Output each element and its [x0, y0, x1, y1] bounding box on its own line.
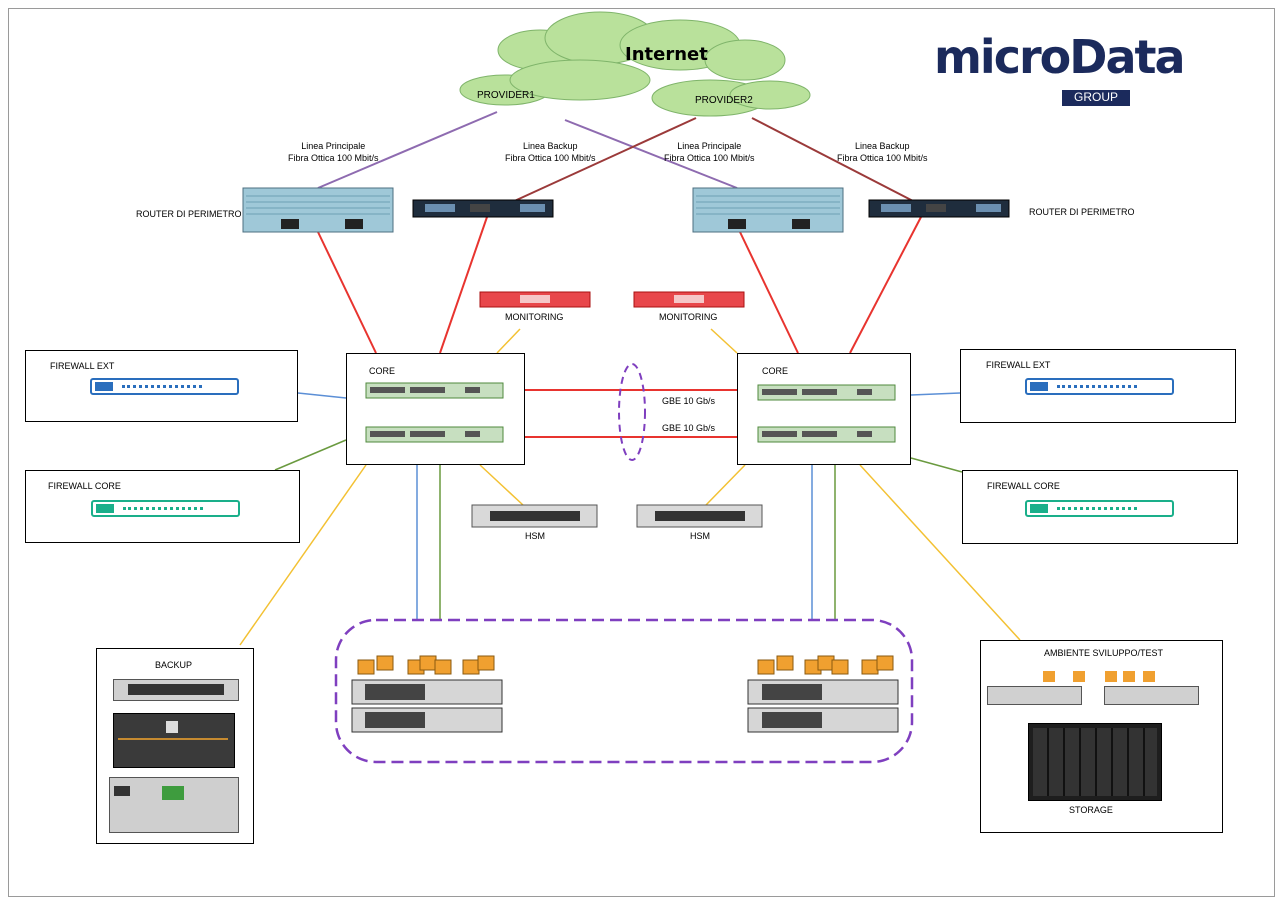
dev-test-box: AMBIENTE SVILUPPO/TEST STORAGE: [980, 640, 1223, 833]
core-box-right: CORE: [737, 353, 911, 465]
router-1: [242, 187, 394, 233]
company-logo: microData: [934, 30, 1186, 84]
firewall-core-left-device: [91, 500, 240, 517]
storage-label: STORAGE: [1069, 805, 1113, 815]
router-label-right: ROUTER DI PERIMETRO: [1029, 207, 1135, 217]
router-2: [412, 199, 554, 218]
provider2-label: PROVIDER2: [695, 95, 753, 106]
monitoring-appliance-right: [633, 291, 745, 308]
vm-icons-right: [757, 655, 894, 675]
internet-label: Internet: [625, 44, 708, 65]
interlink-ellipse: [618, 363, 646, 461]
core-label-right: CORE: [762, 366, 789, 376]
hsm-appliance-right: [636, 504, 763, 528]
servers-left: [351, 679, 503, 733]
firewall-ext-right-label: FIREWALL EXT: [986, 360, 1051, 370]
router-4: [868, 199, 1010, 218]
provider1-label: PROVIDER1: [477, 90, 535, 101]
monitoring-label-right: MONITORING: [659, 312, 718, 322]
firewall-ext-left: FIREWALL EXT: [25, 350, 298, 422]
servers-right: [747, 679, 899, 733]
router-core-links: [317, 216, 922, 438]
blue-links: [297, 392, 961, 620]
vm-icons-left: [357, 655, 495, 675]
dev-test-label: AMBIENTE SVILUPPO/TEST: [1044, 648, 1164, 658]
core-box-left: CORE: [346, 353, 525, 465]
firewall-core-left: FIREWALL CORE: [25, 470, 300, 543]
monitoring-label-left: MONITORING: [505, 312, 564, 322]
firewall-core-right-device: [1025, 500, 1174, 517]
firewall-core-right: FIREWALL CORE: [962, 470, 1238, 544]
internet-cloud: [459, 11, 811, 117]
storage-array: [1028, 723, 1162, 801]
hsm-appliance-left: [471, 504, 598, 528]
firewall-core-left-label: FIREWALL CORE: [48, 481, 121, 491]
hsm-label-left: HSM: [525, 531, 545, 541]
yellow-links: [239, 328, 1021, 646]
backup-disk-array: [113, 713, 235, 768]
diagram-frame: [8, 8, 1275, 897]
backup-server: [113, 679, 239, 701]
backup-box: BACKUP: [96, 648, 254, 844]
core-switches-left: [365, 382, 504, 443]
monitoring-appliance-left: [479, 291, 591, 308]
firewall-ext-left-label: FIREWALL EXT: [50, 361, 115, 371]
green-links: [274, 439, 963, 620]
dev-vm-icons: [1043, 671, 1163, 683]
router-label-left: ROUTER DI PERIMETRO: [136, 209, 242, 219]
hsm-label-right: HSM: [690, 531, 710, 541]
interlink-label-top: GBE 10 Gb/s: [662, 396, 716, 406]
company-logo-group: GROUP: [1062, 90, 1130, 106]
firewall-ext-right-device: [1025, 378, 1174, 395]
backup-tape-library: [109, 777, 239, 833]
interlink-label-bottom: GBE 10 Gb/s: [662, 423, 716, 433]
router-3: [692, 187, 844, 233]
core-switches-right: [757, 384, 896, 443]
firewall-ext-left-device: [90, 378, 239, 395]
dev-server-right: [1104, 686, 1199, 705]
firewall-ext-right: FIREWALL EXT: [960, 349, 1236, 423]
backup-label: BACKUP: [155, 660, 193, 670]
firewall-core-right-label: FIREWALL CORE: [987, 481, 1060, 491]
dev-server-left: [987, 686, 1082, 705]
wan-links: [317, 111, 916, 204]
core-label-left: CORE: [369, 366, 396, 376]
